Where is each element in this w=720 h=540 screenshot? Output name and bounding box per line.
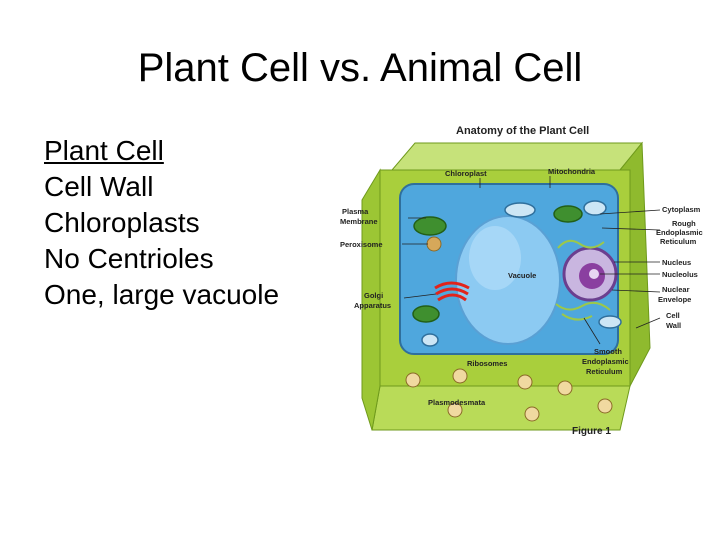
label-smooth-er-line3: Reticulum — [586, 367, 623, 376]
label-mitochondria: Mitochondria — [548, 167, 596, 176]
bullet-chloroplasts: Chloroplasts — [44, 205, 279, 241]
label-nucleolus: Nucleolus — [662, 270, 698, 279]
slide-title: Plant Cell vs. Animal Cell — [0, 44, 720, 92]
label-smooth-er-line1: Smooth — [594, 347, 622, 356]
bullet-plant-cell-heading: Plant Cell — [44, 133, 279, 169]
label-ribosomes: Ribosomes — [467, 359, 507, 368]
label-nuclear-envelope-line1: Nuclear — [662, 285, 690, 294]
diagram-title: Anatomy of the Plant Cell — [456, 125, 589, 137]
label-rough-er-line2: Endoplasmic — [656, 228, 703, 237]
bullet-list: Plant Cell Cell Wall Chloroplasts No Cen… — [44, 133, 279, 313]
peroxisome-shape — [427, 237, 441, 251]
figure-label: Figure 1 — [572, 426, 611, 437]
label-chloroplast: Chloroplast — [445, 169, 487, 178]
bullet-no-centrioles: No Centrioles — [44, 241, 279, 277]
label-rough-er-line1: Rough — [672, 219, 696, 228]
label-peroxisome: Peroxisome — [340, 240, 383, 249]
bullet-cell-wall: Cell Wall — [44, 169, 279, 205]
label-golgi-line2: Apparatus — [354, 301, 391, 310]
label-nuclear-envelope-line2: Envelope — [658, 295, 691, 304]
bullet-large-vacuole: One, large vacuole — [44, 277, 279, 313]
label-plasma-membrane-line1: Plasma — [342, 207, 369, 216]
plant-cell-diagram: Anatomy of the Plant Cell — [320, 118, 720, 448]
label-vacuole: Vacuole — [508, 271, 536, 280]
label-cell-wall-line1: Cell — [666, 311, 680, 320]
label-smooth-er-line2: Endoplasmic — [582, 357, 629, 366]
label-rough-er-line3: Reticulum — [660, 237, 697, 246]
label-cytoplasm: Cytoplasm — [662, 205, 701, 214]
label-plasma-membrane-line2: Membrane — [340, 217, 378, 226]
label-plasmodesmata: Plasmodesmata — [428, 398, 486, 407]
label-golgi-line1: Golgi — [364, 291, 383, 300]
label-nucleus: Nucleus — [662, 258, 691, 267]
label-cell-wall-line2: Wall — [666, 321, 681, 330]
